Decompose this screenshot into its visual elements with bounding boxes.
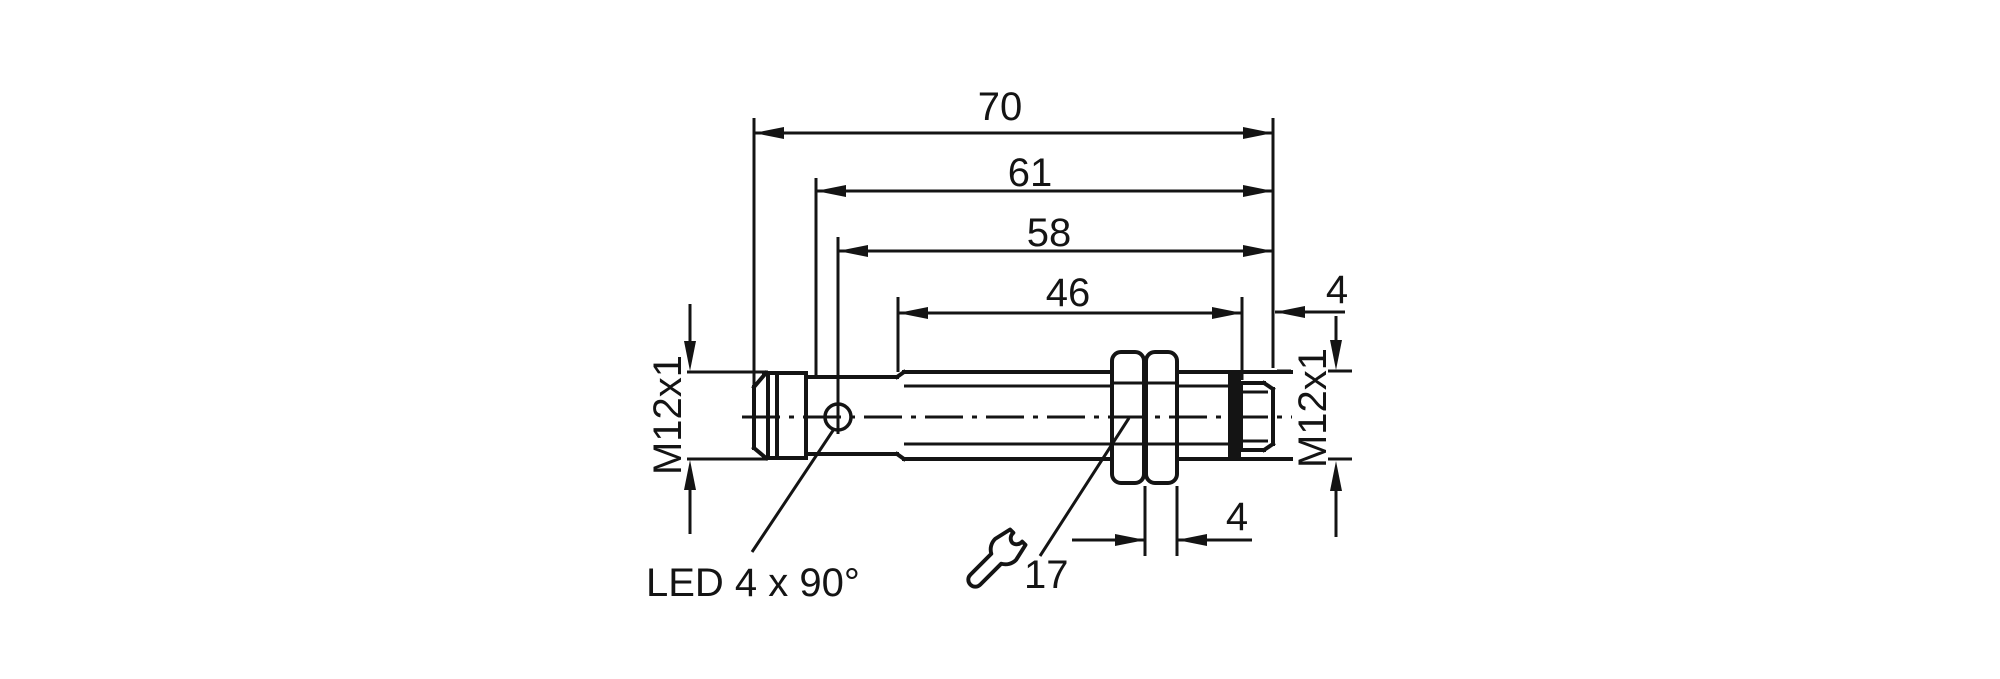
led-leader-line xyxy=(750,428,836,553)
arrowhead xyxy=(1275,306,1305,318)
wrench-icon xyxy=(966,527,1028,589)
wrench-leader-line xyxy=(1038,417,1131,557)
dimension-4-nut: 4 xyxy=(1072,486,1252,556)
arrowhead xyxy=(1243,185,1273,197)
dimension-4-connector: 4 xyxy=(1275,268,1348,318)
dimension-61: 61 xyxy=(814,151,1273,377)
arrowhead xyxy=(1115,534,1145,546)
arrowhead xyxy=(1330,340,1342,370)
arrowhead xyxy=(838,245,868,257)
dimension-m12-front: M12x1 xyxy=(646,304,768,534)
dim-46-label: 46 xyxy=(1046,271,1091,315)
arrowhead xyxy=(1212,307,1242,319)
connector-thread-label: M12x1 xyxy=(1291,348,1335,468)
front-thread-label: M12x1 xyxy=(646,355,690,475)
arrowhead xyxy=(816,185,846,197)
dim-4-nut-label: 4 xyxy=(1226,495,1248,539)
arrowhead xyxy=(898,307,928,319)
arrowhead xyxy=(684,460,696,490)
arrowhead xyxy=(1330,461,1342,491)
dim-58-label: 58 xyxy=(1027,211,1072,255)
arrowhead xyxy=(1243,245,1273,257)
wrench-size-label: 17 xyxy=(1024,553,1069,597)
sensor-body xyxy=(751,369,1293,462)
arrowhead xyxy=(1243,127,1273,139)
dim-61-label: 61 xyxy=(1008,151,1053,195)
arrowhead xyxy=(754,127,784,139)
wrench-callout: 17 xyxy=(966,527,1069,597)
led-label: LED 4 x 90° xyxy=(646,561,860,605)
arrowhead xyxy=(1177,534,1207,546)
dimension-58: 58 xyxy=(836,211,1273,404)
dimension-70: 70 xyxy=(752,85,1275,385)
arrowhead xyxy=(684,341,696,371)
chamfer xyxy=(751,370,769,390)
dim-70-label: 70 xyxy=(978,85,1023,129)
dimension-m12-connector: M12x1 xyxy=(1277,316,1352,537)
dimension-46: 46 xyxy=(896,271,1244,380)
dim-4-connector-label: 4 xyxy=(1326,268,1348,312)
